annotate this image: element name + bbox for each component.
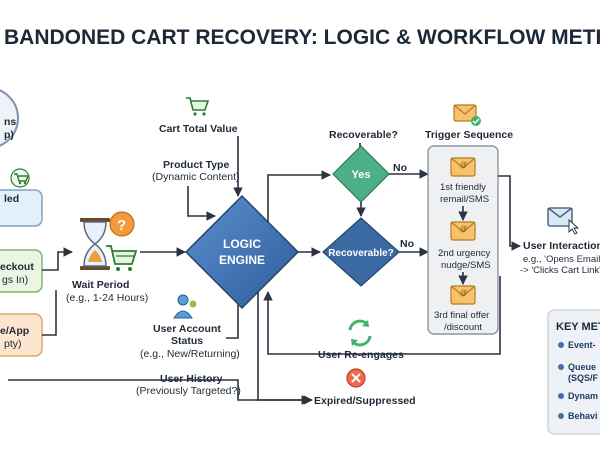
user-interaction-sub2: -> 'Clicks Cart Link' [520,265,600,276]
key-metric-2b: (SQS/F [568,373,599,383]
trigger-sequence: Trigger Sequence @ 1st friendly remail/S… [425,104,513,335]
user-interaction: User Interaction e.g., 'Opens Email' -> … [520,207,600,276]
left-box-2-line1: eckout [0,261,34,273]
recoverable-diamond: Recoverable? [322,217,400,287]
engine-to-yes-arrow [267,170,331,222]
sequence-to-interaction-arrow [498,175,521,251]
hourglass-icon [80,218,110,270]
svg-text:?: ? [117,217,126,234]
svg-text:@: @ [460,290,467,297]
left-box-2 [0,249,43,293]
email-check-icon [453,104,481,126]
expired-label: Expired/Suppressed [314,395,416,407]
cart-add-icon [10,168,30,188]
left-column: ns p) led eckout gs In) e/App pty) [0,89,43,357]
engine-inputs: Cart Total Value Product Type (Dynamic C… [136,97,243,397]
reengage-return-arrow [263,276,501,355]
email-cursor-icon [547,207,580,235]
engine-to-expired-arrow [257,292,296,401]
cancel-icon [346,368,366,388]
reengages-label: User Re-engages [318,349,404,361]
wait-period-node: ? Wait Period (e.g., 1-24 Hours) [66,211,148,304]
sequence-title: Trigger Sequence [425,129,513,141]
email-icon-3: @ [450,285,476,305]
product-type-sub: (Dynamic Content) [152,171,240,183]
source-circle-line2: p) [4,129,14,141]
cart-icon [106,245,138,271]
key-metrics-title: KEY METI [556,321,600,333]
cart-total-label: Cart Total Value [159,123,238,135]
wait-period-label: Wait Period [72,279,129,291]
account-status-sub: (e.g., New/Returning) [140,348,240,360]
refresh-icon [348,319,372,347]
step2-line2: nudge/SMS [441,260,491,271]
question-icon: ? [109,211,135,237]
reengage-node: User Re-engages [318,319,404,361]
recoverable-question: Recoverable? [329,129,398,141]
engine-line1: LOGIC [223,237,261,251]
key-metric-2: Queue [568,362,596,372]
account-status-line2: Status [171,335,203,347]
yes-diamond: Yes [332,145,390,203]
user-interaction-sub1: e.g., 'Opens Email' [523,254,600,265]
left-box-1-label: led [4,193,19,205]
left-box-2-line2: gs In) [2,274,28,286]
step3-line2: /discount [444,322,482,333]
wait-period-sub: (e.g., 1-24 Hours) [66,292,148,304]
step1-line1: 1st friendly [440,182,486,193]
step1-line2: remail/SMS [440,194,489,205]
account-status-line1: User Account [153,323,221,335]
svg-text:@: @ [460,226,467,233]
logic-engine: LOGIC ENGINE [184,194,300,310]
history-sub: (Previously Targeted?) [136,385,241,397]
page-title: BANDONED CART RECOVERY: LOGIC & WORKFLOW… [4,26,600,49]
expired-node: Expired/Suppressed [296,368,416,407]
recoverable-diamond-label: Recoverable? [328,248,394,259]
left-box-3-line2: pty) [4,338,22,350]
user-interaction-label: User Interaction [523,240,600,252]
key-metric-3: Dynam [568,391,598,401]
key-metric-1: Event- [568,340,596,350]
email-icon-2: @ [450,221,476,241]
step2-line1: 2nd urgency [438,248,491,259]
key-metrics-panel: KEY METI Event- Queue (SQS/F Dynam Behav… [547,309,600,435]
cart-total-icon [186,97,210,116]
left-box-3-line1: e/App [0,325,29,337]
key-metric-4: Behavi [568,411,598,421]
step3-line1: 3rd final offer [434,310,489,321]
history-label: User History [160,373,223,385]
email-icon-1: @ [450,157,476,177]
no-top-label: No [393,162,407,174]
source-circle [0,89,19,147]
user-icon [173,294,197,319]
product-type-label: Product Type [163,159,229,171]
svg-text:@: @ [460,162,467,169]
source-circle-line1: ns [4,116,16,128]
no-bottom-label: No [400,238,414,250]
left-box-1 [0,189,43,227]
yes-label: Yes [352,169,371,181]
engine-line2: ENGINE [219,253,265,267]
